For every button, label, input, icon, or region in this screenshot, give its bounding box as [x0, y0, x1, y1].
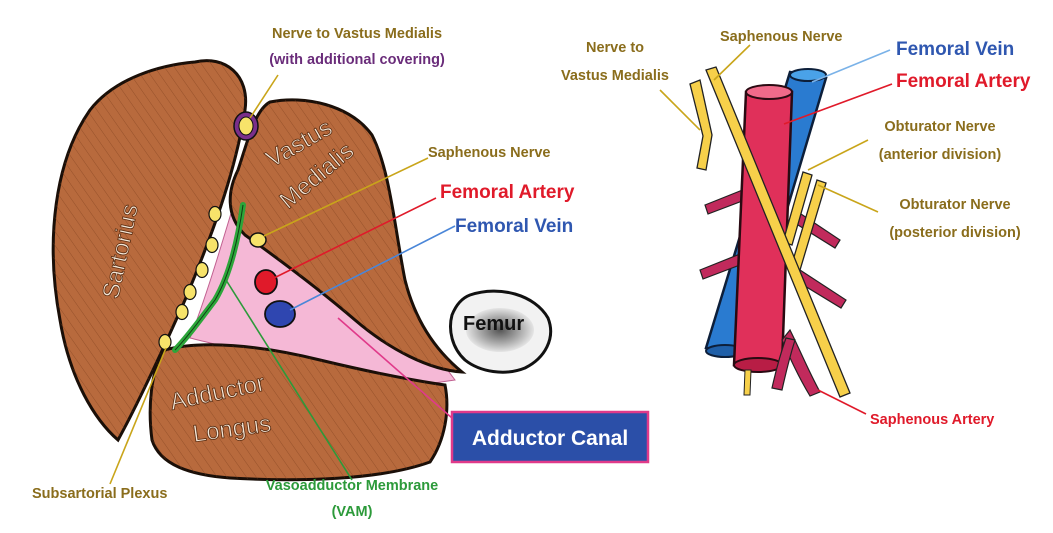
femur-label: Femur [463, 313, 524, 335]
leader-obturator-anterior [807, 139, 869, 171]
leader-saphenous-artery [817, 389, 867, 415]
label-femoral-vein-right: Femoral Vein [896, 39, 1014, 60]
label-vam-line2: (VAM) [332, 504, 373, 520]
leader-adductor-canal [337, 317, 453, 419]
label-obturator-posterior-line2: (posterior division) [889, 225, 1020, 241]
label-femoral-artery-left: Femoral Artery [440, 182, 575, 203]
sartorius-striations [53, 60, 246, 441]
vam-outline [174, 204, 244, 351]
label-adductor-canal: Adductor Canal [472, 427, 628, 450]
label-obturator-anterior-line2: (anterior division) [879, 147, 1002, 163]
adductor-longus-striations [150, 344, 447, 480]
label-obturator-anterior-line1: Obturator Nerve [884, 119, 995, 135]
leader-saphenous-nerve-left [263, 157, 429, 237]
femoral-vein-top [789, 68, 827, 82]
femoral-artery-top [745, 84, 793, 100]
leader-subsartorial-plexus [109, 347, 167, 485]
leader-nerve-to-vm-right [659, 89, 701, 131]
label-saphenous-artery: Saphenous Artery [870, 412, 994, 428]
vastus-medialis-striations [230, 99, 462, 373]
label-subsartorial-plexus: Subsartorial Plexus [32, 486, 167, 502]
label-nerve-to-vm-line1: Nerve to Vastus Medialis [272, 26, 442, 42]
label-femoral-vein-left: Femoral Vein [455, 216, 573, 237]
leader-femoral-artery-left [273, 197, 437, 279]
leader-obturator-posterior [817, 184, 879, 213]
leader-femoral-vein-left [289, 225, 456, 311]
femoral-artery-node [254, 269, 278, 295]
adductor-canal-box [450, 410, 650, 464]
label-nerve-to-vm-right-line1: Nerve to [586, 40, 644, 56]
saphenous-nerve-node [249, 232, 267, 248]
femoral-artery-bottom [733, 357, 783, 373]
saphenous-nerve-strand [705, 66, 851, 398]
nerve-to-vastus-medialis-strand [689, 79, 713, 171]
label-nerve-to-vm-right-line2: Vastus Medialis [561, 68, 669, 84]
label-obturator-posterior-line1: Obturator Nerve [899, 197, 1010, 213]
leader-saphenous-nerve-right [713, 44, 751, 81]
leader-femoral-vein-right [811, 49, 891, 83]
label-saphenous-nerve-left: Saphenous Nerve [428, 145, 551, 161]
label-nerve-to-vm-line2: (with additional covering) [269, 52, 445, 68]
label-vam-line1: Vasoadductor Membrane [266, 478, 438, 494]
saphenous-nerve-tail [743, 369, 752, 396]
subsartorial-plexus-nodes [158, 205, 222, 351]
leader-nerve-to-vm [249, 74, 279, 119]
femur-marrow [466, 308, 534, 352]
femoral-vein-node [264, 300, 296, 328]
label-saphenous-nerve-right: Saphenous Nerve [720, 29, 843, 45]
leader-vam [225, 279, 353, 481]
label-femoral-artery-right: Femoral Artery [896, 71, 1031, 92]
right-longitudinal-view: Nerve to Vastus Medialis Saphenous Nerve… [561, 29, 1031, 428]
leader-femoral-artery-right [783, 83, 893, 125]
artery-branch-5 [771, 337, 796, 391]
obturator-nerve-anterior [782, 171, 813, 246]
nerve-to-vastus-medialis-node [238, 116, 254, 136]
left-cross-section: Sartorius Vastus Medialis Adductor Longu… [32, 26, 650, 520]
